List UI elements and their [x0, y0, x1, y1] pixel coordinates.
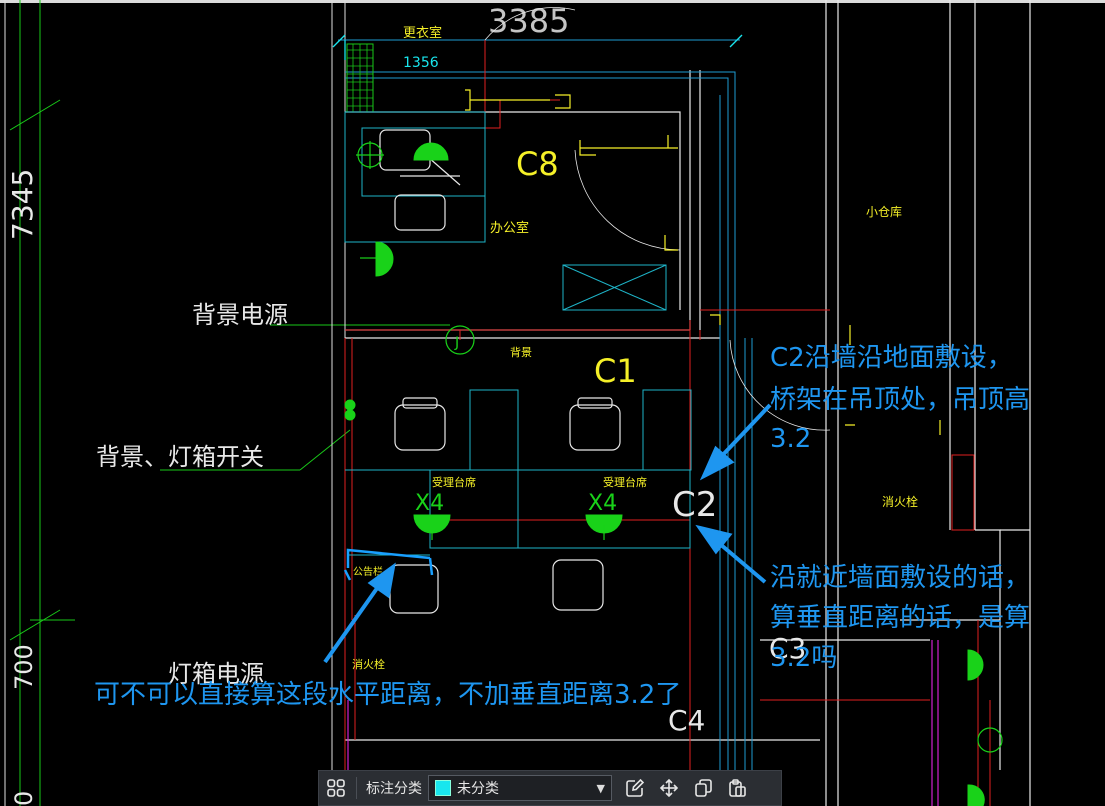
dimension-inner: 1356	[403, 55, 439, 71]
dimension-left-bottom: 0	[10, 791, 38, 806]
dimension-left-small: 700	[10, 644, 38, 690]
category-selected-value: 未分类	[457, 781, 499, 797]
copy-icon	[695, 779, 712, 797]
dimension-left-vertical: 7345	[6, 169, 39, 240]
circuit-c3-label: C3	[769, 632, 806, 665]
circuit-c1-label: C1	[594, 352, 637, 390]
fixture-x4-label-a: X4	[415, 491, 444, 516]
toolbar-divider	[356, 777, 357, 799]
background-power-label: 背景电源	[192, 301, 288, 329]
annotation-note-3: 可不可以直接算这段水平距离，不加垂直距离3.2了	[94, 680, 681, 710]
fire-hydrant-left-label: 消火栓	[352, 657, 385, 671]
lightbox-power-label: 灯箱电源	[168, 660, 264, 688]
grid-icon	[327, 779, 345, 797]
reception-desk-2-label: 受理台席	[603, 475, 647, 489]
annotation-note-2-line-3: 3.2吗	[770, 643, 837, 673]
annotation-note-1-line-2: 桥架在吊顶处，吊顶高	[770, 385, 1030, 415]
copy-button[interactable]	[686, 771, 720, 805]
fixture-x4-label-b: X4	[588, 491, 617, 516]
annotation-note-2-line-1: 沿就近墙面敷设的话，	[770, 563, 1030, 593]
edit-icon	[626, 778, 645, 797]
room-changing-label: 更衣室	[403, 25, 442, 41]
edit-button[interactable]	[618, 771, 652, 805]
paste-button[interactable]	[720, 771, 754, 805]
annotation-note-1-line-1: C2沿墙沿地面敷设，	[770, 343, 1013, 373]
switch-label: 背景、灯箱开关	[96, 443, 264, 471]
move-icon	[659, 778, 679, 798]
circuit-c4-label: C4	[668, 704, 705, 737]
fire-hydrant-right-label: 消火栓	[882, 494, 918, 509]
junction-box-label: J	[454, 335, 459, 351]
category-label: 标注分类	[366, 781, 422, 797]
circuit-c2-label: C2	[672, 485, 717, 525]
room-storage-label: 小仓库	[866, 204, 902, 219]
bulletin-board-label: 公告栏	[353, 565, 383, 578]
move-button[interactable]	[652, 771, 686, 805]
reception-desk-1-label: 受理台席	[432, 475, 476, 489]
category-select[interactable]: 未分类 ▼	[428, 775, 612, 801]
circuit-c8-label: C8	[516, 145, 559, 183]
dimension-top: 3385	[488, 2, 569, 40]
room-office-label: 办公室	[490, 220, 529, 236]
chevron-down-icon: ▼	[596, 781, 605, 795]
paste-icon	[729, 779, 746, 797]
grid-menu-button[interactable]	[319, 771, 353, 805]
annotation-note-1-line-3: 3.2	[770, 424, 811, 454]
annotation-note-2-line-2: 算垂直距离的话，是算	[770, 603, 1030, 633]
room-background-label: 背景	[510, 345, 532, 359]
annotation-toolbar: 标注分类 未分类 ▼	[318, 770, 782, 806]
category-color-swatch	[435, 780, 451, 796]
